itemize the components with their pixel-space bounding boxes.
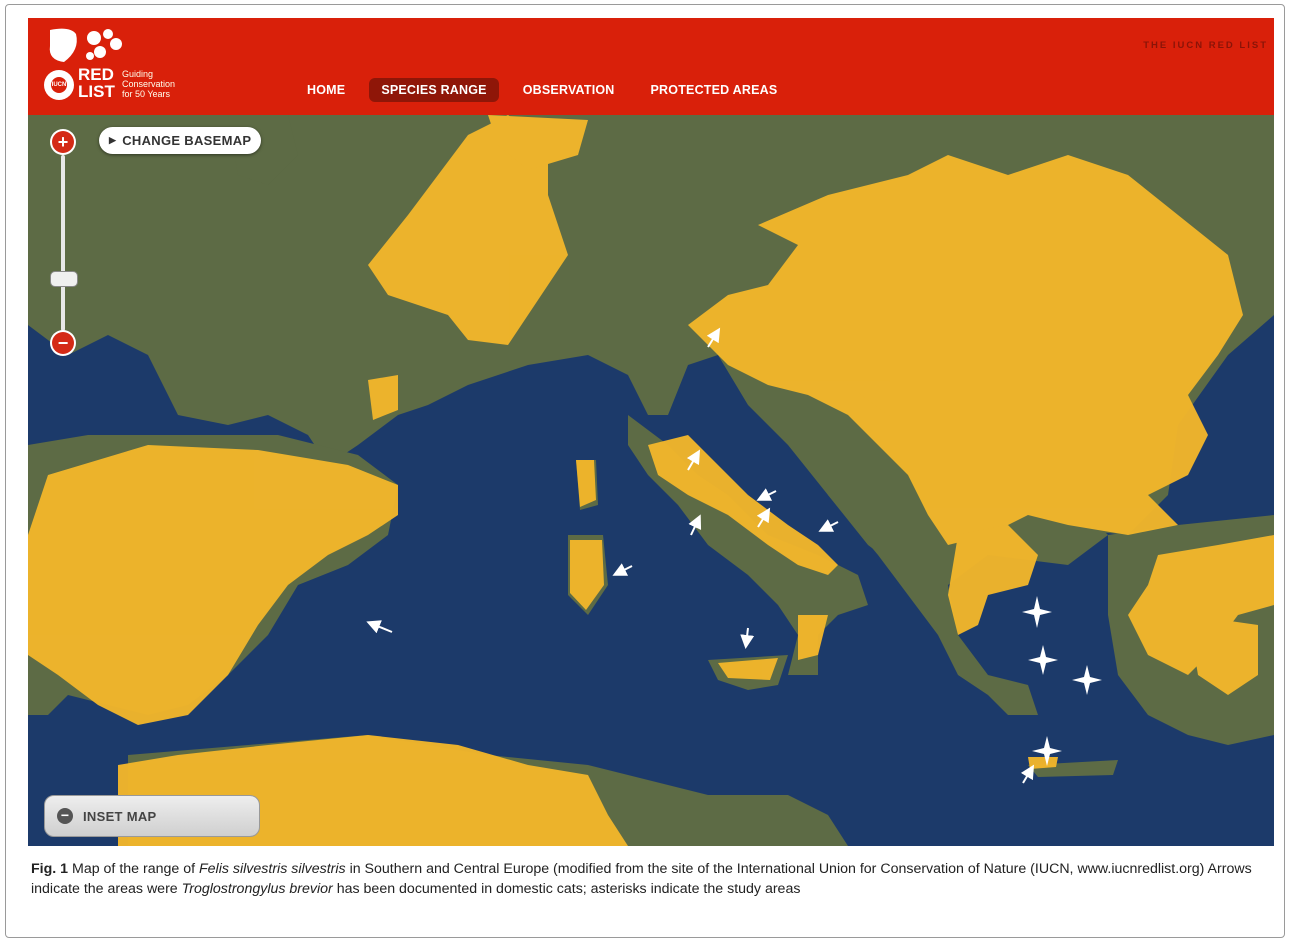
change-basemap-button[interactable]: ▶ CHANGE BASEMAP — [99, 127, 262, 154]
nav-species-range[interactable]: SPECIES RANGE — [369, 78, 499, 102]
range-crete-tip — [1028, 757, 1058, 769]
change-basemap-label: CHANGE BASEMAP — [122, 133, 252, 148]
iucn-badge-icon: IUCN — [44, 70, 74, 100]
range-sardinia — [570, 540, 604, 610]
red-list-logo-icon — [49, 28, 122, 63]
nav-observation[interactable]: OBSERVATION — [522, 83, 615, 97]
caption-text-3: has been documented in domestic cats; as… — [332, 881, 801, 897]
nav-protected-areas[interactable]: PROTECTED AREAS — [650, 83, 778, 97]
zoom-out-button[interactable]: − — [52, 332, 74, 354]
zoom-in-button[interactable]: + — [52, 131, 74, 153]
map-canvas — [28, 115, 1274, 846]
arrow-marker — [756, 488, 777, 501]
arrow-marker — [686, 449, 701, 471]
figure-label: Fig. 1 — [31, 861, 69, 877]
arrow-marker — [740, 627, 755, 649]
caption-species-1: Felis silvestris silvestris — [199, 861, 346, 877]
triangle-right-icon: ▶ — [109, 135, 117, 145]
arrow-marker — [706, 327, 721, 348]
range-turkey-west — [1128, 535, 1274, 675]
range-central-east — [688, 155, 1243, 545]
asterisk-marker — [1072, 665, 1102, 695]
iucn-red-list-label[interactable]: THE IUCN RED LIST — [1143, 40, 1268, 51]
asterisk-marker — [1022, 596, 1052, 628]
arrow-marker — [366, 620, 393, 634]
range-balkans-south — [948, 525, 1038, 635]
caption-species-2: Troglostrongylus brevior — [181, 881, 333, 897]
arrow-marker — [1020, 764, 1035, 784]
range-italy — [648, 435, 838, 575]
header-bar: IUCN RED LIST Guiding Conservation for 5… — [28, 18, 1274, 115]
arrow-marker — [612, 563, 633, 576]
logo-red-list: RED LIST — [78, 66, 118, 100]
inset-map-button[interactable]: − INSET MAP — [44, 795, 260, 837]
arrow-marker — [756, 507, 771, 528]
zoom-slider-track[interactable] — [61, 155, 65, 331]
figure-caption: Fig. 1 Map of the range of Felis silvest… — [31, 859, 1261, 899]
inset-map-label: INSET MAP — [83, 808, 157, 824]
asterisk-marker — [1028, 645, 1058, 675]
logo-list: LIST — [78, 82, 115, 101]
arrow-marker — [688, 514, 702, 536]
species-range-map[interactable]: + − ▶ CHANGE BASEMAP − INSET MAP — [28, 115, 1274, 846]
range-north-blob — [488, 115, 588, 170]
range-areas — [28, 115, 1274, 846]
logo-red: RED — [78, 65, 114, 84]
main-nav: HOME SPECIES RANGE OBSERVATION PROTECTED… — [295, 78, 789, 102]
range-south-france — [368, 375, 398, 420]
asterisk-marker — [1032, 736, 1062, 766]
zoom-slider-handle[interactable] — [50, 271, 78, 287]
range-iberia — [28, 445, 398, 725]
documented-area-arrows — [366, 327, 1035, 784]
range-turkey-south — [1188, 615, 1258, 695]
caption-text-2: in Southern and Central Europe (modified… — [31, 861, 1252, 897]
logo-tagline: Guiding Conservation for 50 Years — [122, 69, 176, 99]
minus-circle-icon: − — [57, 808, 73, 824]
nav-home[interactable]: HOME — [307, 83, 346, 97]
land-balkans — [718, 355, 1108, 715]
range-calabria — [798, 615, 828, 660]
iucn-badge-text: IUCN — [51, 77, 67, 93]
range-france — [368, 115, 568, 345]
arrow-marker — [818, 519, 839, 532]
range-corsica — [576, 460, 596, 507]
range-sicily — [718, 658, 778, 680]
study-area-asterisks — [1022, 596, 1102, 766]
caption-text-1: Map of the range of — [68, 861, 199, 877]
